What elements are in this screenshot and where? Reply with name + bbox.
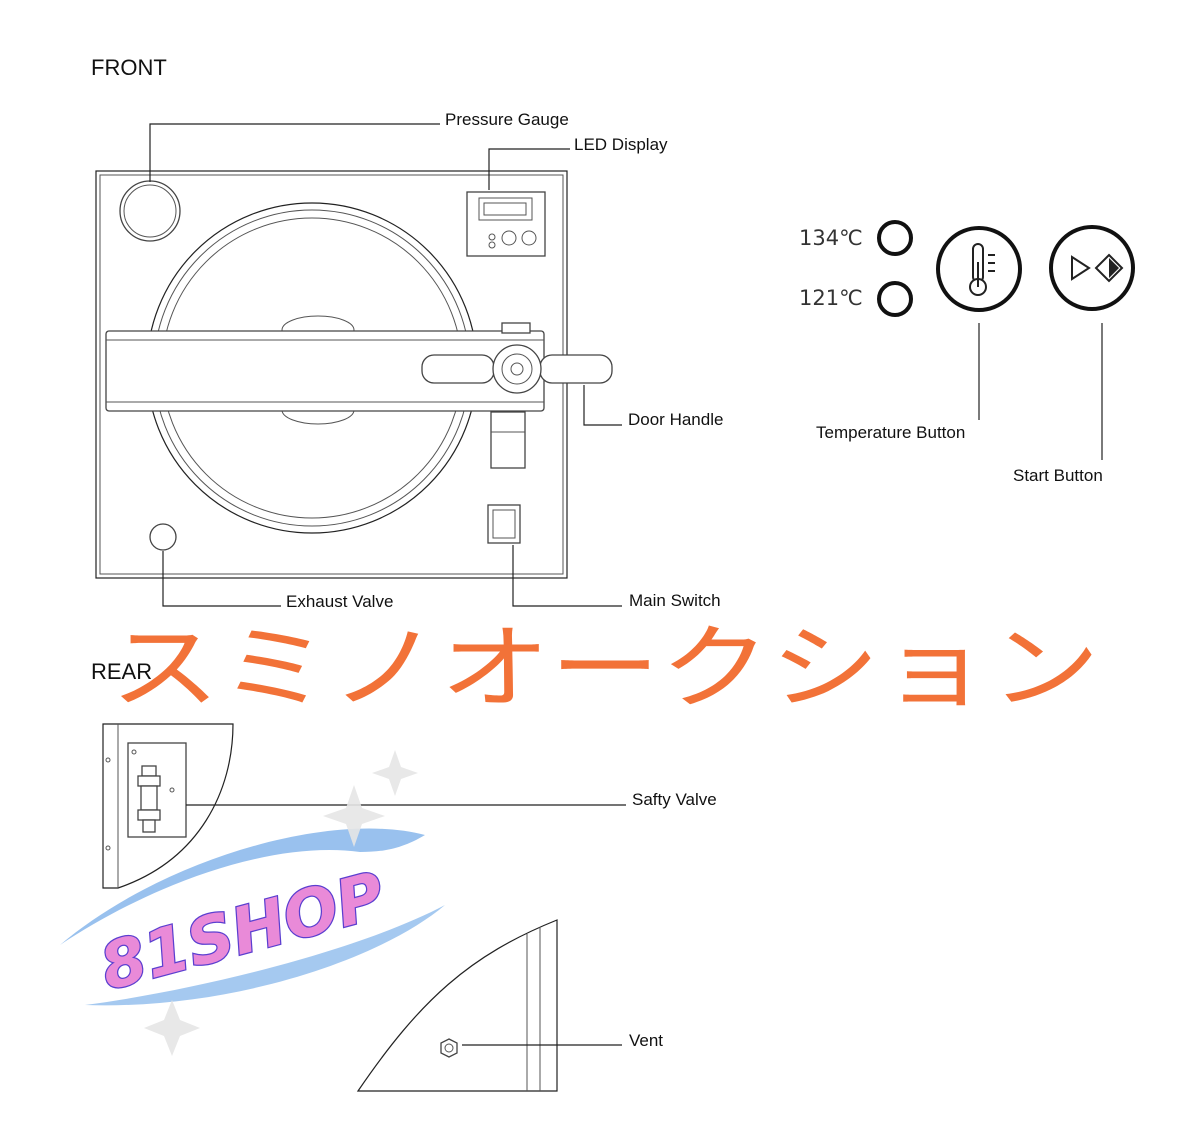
vent-opening: [440, 1038, 458, 1058]
pressure-gauge-dial: [119, 180, 181, 242]
temperature-button-label: Temperature Button: [816, 423, 965, 442]
temp-121-label: 121℃: [799, 286, 863, 310]
vent-label: Vent: [629, 1031, 663, 1050]
control-panel: 134℃ 121℃: [799, 220, 1135, 317]
safety-valve-label: Safty Valve: [632, 790, 717, 809]
led-display-label: LED Display: [574, 135, 668, 154]
front-view-drawing: [95, 170, 613, 579]
led-display-unit: [466, 191, 546, 257]
front-section-title: FRONT: [91, 55, 167, 80]
main-switch-rocker: [487, 504, 521, 544]
temp-134-indicator: [877, 220, 913, 256]
sparkle-icon: [144, 750, 418, 1056]
start-play-icon: [1071, 253, 1124, 283]
start-button[interactable]: [1049, 225, 1135, 311]
exhaust-valve-knob: [149, 523, 177, 551]
thermometer-icon: [969, 243, 995, 296]
japanese-watermark-text: スミノオークション: [110, 615, 1100, 722]
rear-view-drawing: [102, 723, 234, 889]
door-handle-assembly: [105, 322, 613, 469]
side-view-drawing: [356, 919, 558, 1092]
temperature-button[interactable]: [936, 226, 1022, 312]
main-switch-label: Main Switch: [629, 591, 721, 610]
temp-121-indicator: [877, 281, 913, 317]
rear-section-title: REAR: [91, 659, 152, 684]
door-handle-label: Door Handle: [628, 410, 723, 429]
start-button-label: Start Button: [1013, 466, 1103, 485]
pressure-gauge-label: Pressure Gauge: [445, 110, 569, 129]
safety-valve-part: [137, 765, 161, 833]
temp-134-label: 134℃: [799, 226, 863, 250]
exhaust-valve-label: Exhaust Valve: [286, 592, 393, 611]
